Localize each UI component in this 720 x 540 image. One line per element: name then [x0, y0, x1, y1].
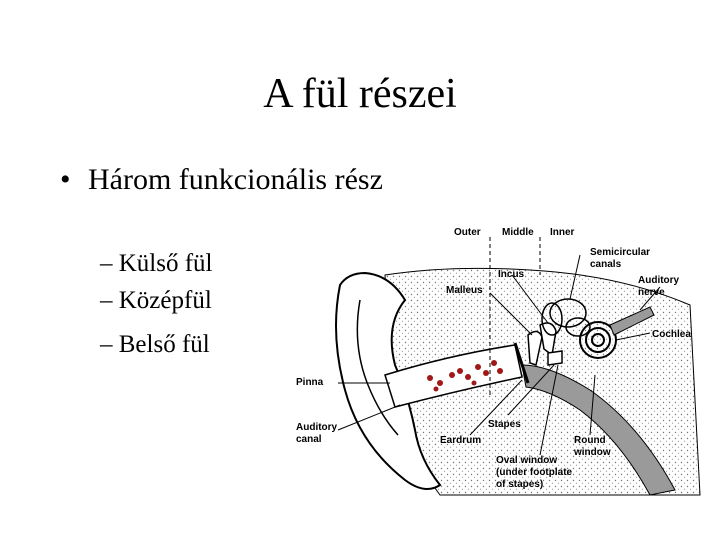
incus-shape — [539, 322, 557, 357]
bullet-symbol: • — [60, 163, 71, 196]
bullet-text: Három funkcionális rész — [88, 163, 383, 196]
label-semicircular-canals: Semicircular — [590, 247, 650, 258]
region-dividers — [489, 237, 541, 395]
label-auditory-canal: Auditory — [296, 422, 338, 433]
sub-item-dash: – — [100, 250, 113, 277]
label-oval-window-2: (under footplate — [496, 467, 573, 478]
label-auditory-canal-2: canal — [296, 434, 322, 445]
slide-title: A fül részei — [263, 71, 457, 117]
label-oval-window-3: of stapes) — [496, 479, 543, 490]
semicircular-canals-shape — [541, 298, 591, 337]
eustachian-tube — [521, 364, 676, 496]
label-stapes: Stapes — [488, 419, 521, 430]
label-auditory-nerve-2: nerve — [638, 287, 665, 298]
sub-item-dash: – — [100, 331, 113, 358]
stapes-shape — [547, 350, 563, 366]
label-eardrum: Eardrum — [440, 435, 481, 446]
bullet-item: • Három funkcionális rész — [60, 163, 383, 197]
label-inner: Inner — [550, 227, 575, 238]
label-semicircular-canals-2: canals — [590, 259, 622, 270]
sub-item-dash: – — [100, 287, 113, 314]
auditory-nerve-shape — [609, 306, 655, 336]
sub-item-middle-ear: – Középfül — [100, 287, 212, 315]
sub-item-text: Külső fül — [118, 250, 213, 277]
sub-item-inner-ear: – Belső fül — [100, 331, 210, 359]
leader-lines — [337, 254, 661, 456]
pinna-fold — [356, 299, 399, 436]
label-round-window-2: window — [573, 447, 611, 458]
sub-item-outer-ear: – Külső fül — [100, 250, 213, 278]
label-cochlea: Cochlea — [652, 329, 691, 340]
label-auditory-nerve: Auditory — [638, 275, 680, 286]
label-outer: Outer — [454, 227, 481, 238]
label-incus: Incus — [498, 269, 525, 280]
label-oval-window: Oval window — [496, 455, 557, 466]
label-pinna: Pinna — [296, 377, 324, 388]
sub-item-text: Belső fül — [118, 331, 210, 358]
ear-anatomy-diagram: Outer Middle Inner Semicircular canals A… — [296, 227, 701, 496]
label-middle: Middle — [502, 227, 534, 238]
sub-item-text: Középfül — [118, 287, 212, 314]
label-malleus: Malleus — [446, 285, 483, 296]
eardrum-shape — [513, 342, 530, 384]
canal-wax-dots — [427, 360, 503, 392]
label-round-window: Round — [574, 435, 606, 446]
